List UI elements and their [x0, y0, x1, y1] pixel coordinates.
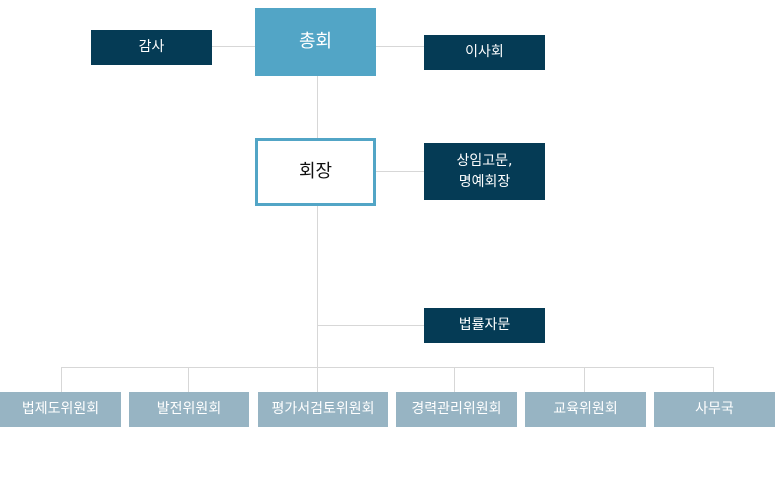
connector-legal: [317, 325, 424, 326]
committee-review-box: 평가서검토위원회: [258, 392, 388, 427]
connector-committee-bus: [61, 367, 714, 368]
connector-committee-2: [188, 367, 189, 392]
board-box: 이사회: [424, 35, 545, 70]
audit-box: 감사: [91, 30, 212, 65]
connector-committee-1: [61, 367, 62, 392]
committee-legal-system-box: 법제도위원회: [0, 392, 121, 427]
legal-advisory-box: 법률자문: [424, 308, 545, 343]
connector-audit: [212, 46, 256, 47]
chairman-box: 회장: [255, 138, 376, 206]
connector-committee-4: [454, 367, 455, 392]
connector-board: [376, 46, 424, 47]
advisors-box: 상임고문, 명예회장: [424, 143, 545, 200]
connector-trunk-top: [317, 76, 318, 139]
secretariat-box: 사무국: [654, 392, 775, 427]
committee-development-box: 발전위원회: [129, 392, 249, 427]
connector-committee-6: [713, 367, 714, 392]
connector-committee-5: [584, 367, 585, 392]
general-assembly-box: 총회: [255, 8, 376, 76]
connector-committee-3: [317, 367, 318, 392]
committee-education-box: 교육위원회: [525, 392, 646, 427]
connector-advisors: [376, 171, 424, 172]
connector-trunk-main: [317, 205, 318, 367]
committee-career-box: 경력관리위원회: [396, 392, 517, 427]
